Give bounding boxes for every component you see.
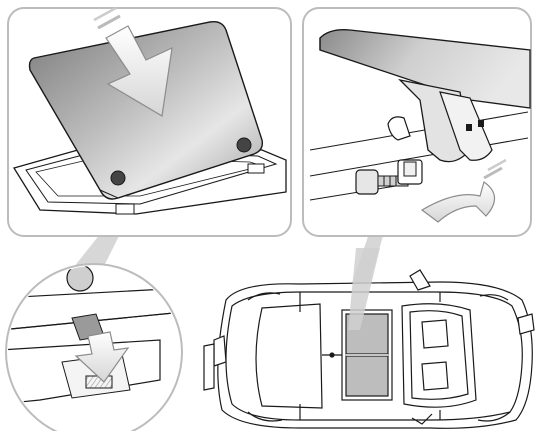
latch-knob [66, 266, 94, 292]
arrow-down-icon [74, 331, 130, 383]
panel-latch-detail [5, 263, 183, 431]
lid-knob-right [236, 137, 252, 153]
arrow-down-icon [93, 6, 173, 117]
lid-knob-left [110, 170, 126, 186]
panel-hinge-engage [302, 7, 532, 237]
hinge-pin [355, 159, 423, 195]
roof-panel-rear [345, 355, 389, 397]
panel-lid-closing [7, 6, 292, 237]
rotate-arrow-icon [420, 158, 507, 223]
roof-glass-panel [319, 29, 531, 109]
panel-car-top-view [203, 269, 535, 429]
